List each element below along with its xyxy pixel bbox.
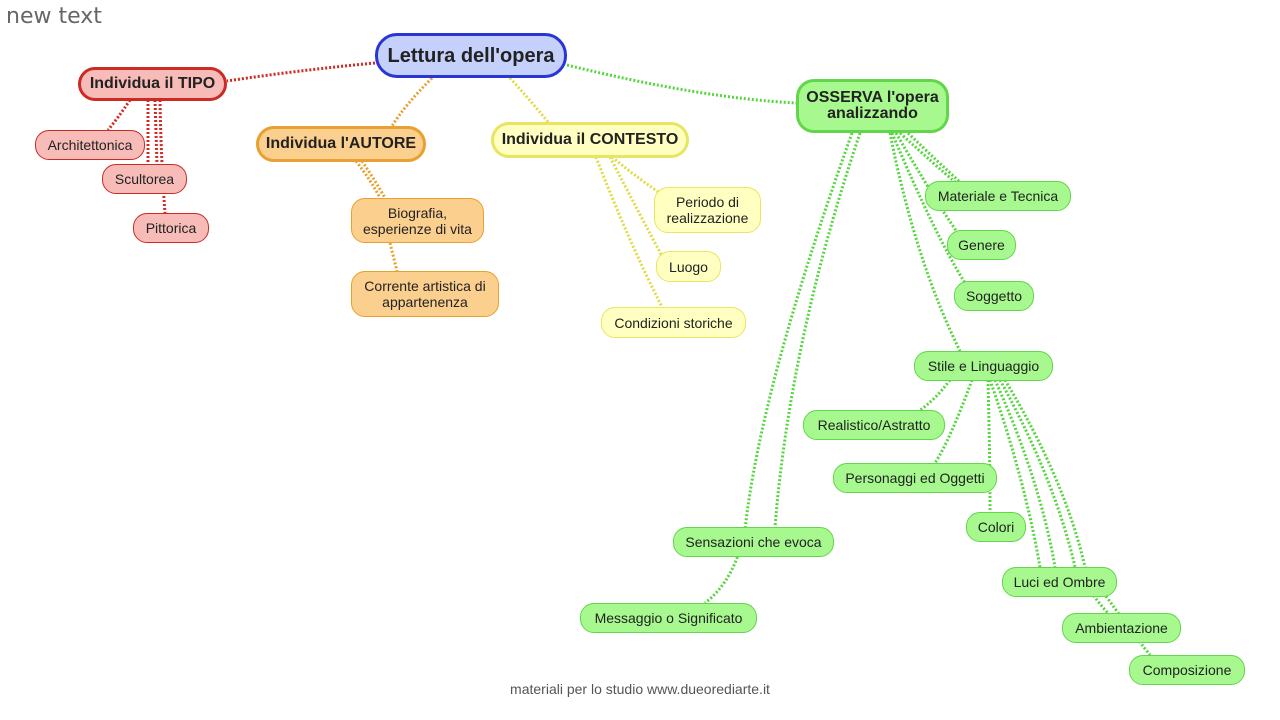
text-label[interactable]: new text	[6, 4, 102, 29]
node-genere[interactable]: Genere	[947, 230, 1016, 260]
node-stile-linguaggio[interactable]: Stile e Linguaggio	[914, 351, 1053, 381]
connector-osserva-messaggio	[704, 132, 854, 605]
connector-tipo-scultorea-b	[153, 99, 159, 165]
branch-tipo[interactable]: Individua il TIPO	[78, 67, 227, 101]
connector-stile-luci	[988, 379, 1042, 568]
node-composizione[interactable]: Composizione	[1129, 655, 1245, 685]
root-node[interactable]: Lettura dell'opera	[375, 33, 567, 78]
node-corrente-artistica[interactable]: Corrente artistica di appartenenza	[351, 271, 499, 317]
connector-autore-biografia	[354, 160, 382, 199]
node-pittorica[interactable]: Pittorica	[133, 213, 209, 243]
branch-osserva[interactable]: OSSERVA l'opera analizzando	[796, 79, 949, 133]
branch-autore[interactable]: Individua l'AUTORE	[256, 126, 426, 162]
branch-contesto[interactable]: Individua il CONTESTO	[491, 122, 689, 158]
connector-root-tipo	[226, 61, 376, 83]
connector-osserva-soggetto	[890, 132, 967, 284]
connector-tipo-pittorica	[158, 99, 167, 214]
node-luci-ombre[interactable]: Luci ed Ombre	[1002, 567, 1117, 597]
node-materiale-tecnica[interactable]: Materiale e Tecnica	[925, 181, 1071, 211]
node-condizioni-storiche[interactable]: Condizioni storiche	[601, 307, 746, 338]
connector-root-autore	[390, 76, 434, 127]
node-realistico-astratto[interactable]: Realistico/Astratto	[803, 410, 945, 440]
node-sensazioni[interactable]: Sensazioni che evoca	[673, 527, 834, 557]
node-architettonica[interactable]: Architettonica	[35, 130, 145, 160]
connector-root-osserva	[566, 63, 797, 105]
connector-contesto-periodo	[611, 155, 664, 197]
connector-osserva-sensazioni	[773, 132, 862, 528]
node-colori[interactable]: Colori	[966, 512, 1026, 542]
footer-credit: materiali per lo studio www.dueorediarte…	[510, 681, 770, 697]
connector-contesto-luogo	[608, 156, 665, 259]
node-scultorea[interactable]: Scultorea	[102, 164, 187, 194]
node-biografia[interactable]: Biografia, esperienze di vita	[351, 198, 484, 243]
connector-autore-biografia-b	[360, 160, 387, 199]
node-luogo[interactable]: Luogo	[656, 251, 721, 282]
connector-stile-colori	[986, 379, 992, 513]
connector-biografia-corrente	[388, 242, 399, 272]
connector-tipo-architettonica	[106, 99, 132, 131]
connector-stile-personaggi	[933, 379, 974, 464]
connector-contesto-condizioni	[594, 156, 664, 308]
node-personaggi-oggetti[interactable]: Personaggi ed Oggetti	[833, 463, 997, 493]
node-messaggio[interactable]: Messaggio o Significato	[580, 603, 757, 633]
connector-root-contesto	[508, 76, 550, 123]
node-periodo[interactable]: Periodo di realizzazione	[654, 187, 761, 233]
node-ambientazione[interactable]: Ambientazione	[1062, 613, 1181, 643]
connector-osserva-stile	[888, 132, 962, 352]
node-soggetto[interactable]: Soggetto	[954, 281, 1034, 311]
connector-stile-realistico	[919, 379, 952, 412]
connector-osserva-materiale-b	[906, 131, 962, 184]
connector-osserva-materiale	[898, 131, 956, 184]
